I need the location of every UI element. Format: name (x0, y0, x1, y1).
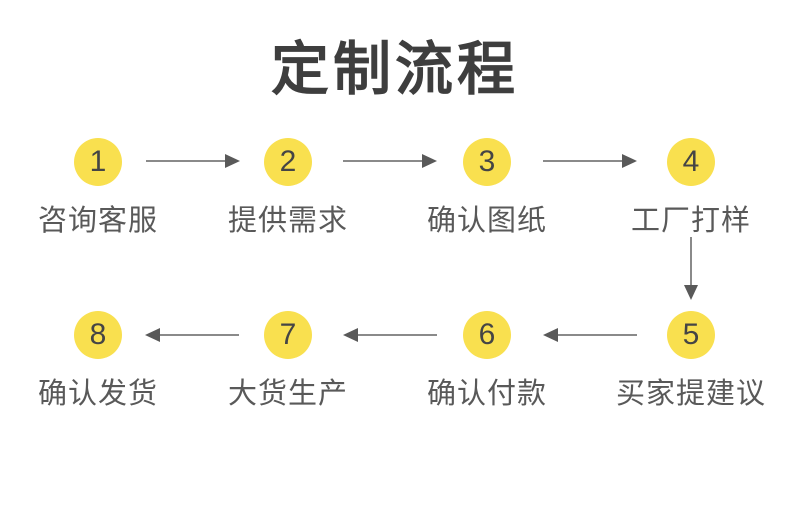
step-1-number-badge: 1 (74, 138, 122, 186)
step-1: 1 咨询客服 (13, 138, 183, 239)
step-5: 5 买家提建议 (606, 311, 776, 412)
step-number: 1 (89, 145, 107, 178)
step-6-label: 确认付款 (426, 378, 547, 410)
step-8-number-badge: 8 (74, 311, 122, 359)
step-number: 7 (279, 318, 297, 351)
arrow-right-icon (543, 154, 637, 168)
page-title: 定制流程 (270, 37, 519, 102)
step-3-label: 确认图纸 (426, 205, 547, 237)
step-number: 3 (478, 145, 496, 178)
step-6-number-badge: 6 (463, 311, 511, 359)
step-number: 4 (682, 145, 700, 178)
step-4-label: 工厂打样 (630, 205, 751, 237)
step-4-number-badge: 4 (667, 138, 715, 186)
step-8-label: 确认发货 (37, 378, 158, 410)
step-5-label: 买家提建议 (615, 378, 766, 410)
arrow-right-icon (146, 154, 240, 168)
arrow-left-icon (543, 328, 637, 342)
step-4: 4 工厂打样 (606, 138, 776, 239)
step-number: 5 (682, 318, 700, 351)
arrow-left-icon (145, 328, 239, 342)
step-8: 8 确认发货 (13, 311, 183, 412)
arrow-down-icon (684, 237, 698, 300)
step-1-label: 咨询客服 (37, 205, 158, 237)
step-7-number-badge: 7 (264, 311, 312, 359)
arrow-left-icon (343, 328, 437, 342)
step-3-number-badge: 3 (463, 138, 511, 186)
step-2-number-badge: 2 (264, 138, 312, 186)
step-number: 2 (279, 145, 297, 178)
step-number: 6 (478, 318, 496, 351)
step-number: 8 (89, 318, 107, 351)
step-7-label: 大货生产 (227, 378, 348, 410)
step-2-label: 提供需求 (227, 205, 348, 237)
step-7: 7 大货生产 (203, 311, 373, 412)
step-2: 2 提供需求 (203, 138, 373, 239)
step-5-number-badge: 5 (667, 311, 715, 359)
step-3: 3 确认图纸 (402, 138, 572, 239)
step-6: 6 确认付款 (402, 311, 572, 412)
arrow-right-icon (343, 154, 437, 168)
